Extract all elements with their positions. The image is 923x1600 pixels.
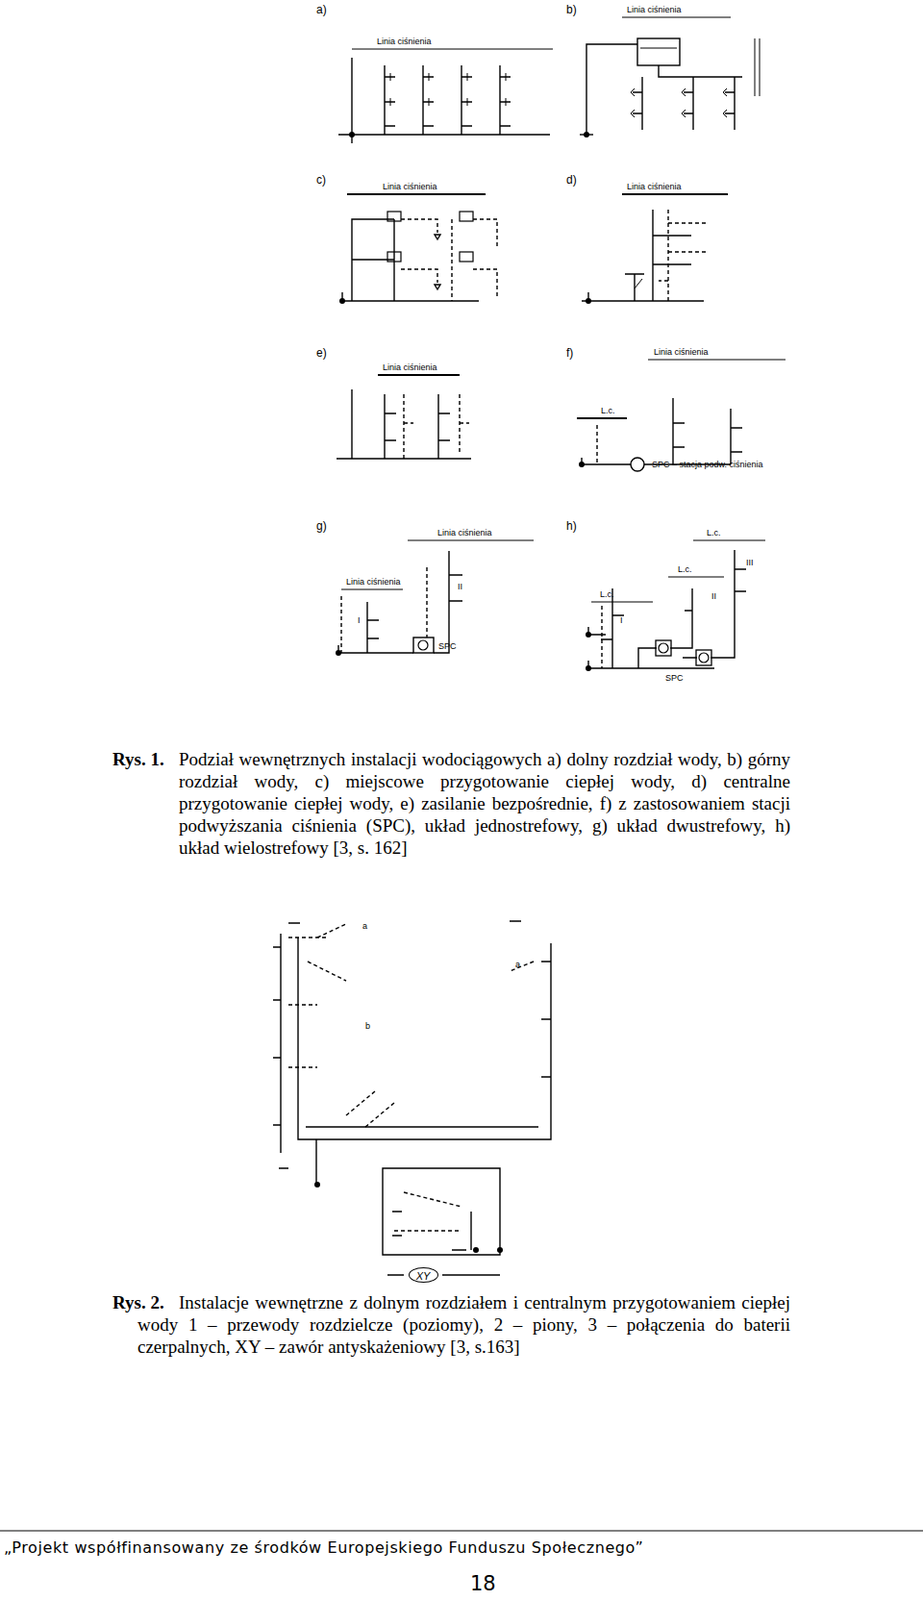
footer-text: „Projekt współfinansowany ze środków Eur… bbox=[3, 1538, 644, 1558]
diagram-label: Linia ciśnienia bbox=[437, 527, 493, 539]
panel-letter: d) bbox=[566, 173, 577, 187]
figure-caption: Podział wewnętrznych instalacji wodociąg… bbox=[178, 748, 791, 859]
valve-ellipse: XY bbox=[408, 1267, 439, 1283]
diagram-label: Linia ciśnienia bbox=[346, 576, 401, 588]
diagram-label: L.c. bbox=[706, 527, 722, 539]
diagram-label: SPC bbox=[665, 673, 684, 684]
diagram-label: Linia ciśnienia bbox=[376, 36, 432, 48]
diagram-label: II bbox=[711, 591, 717, 602]
diagram-label: SPC – stacja podw. ciśnienia bbox=[651, 459, 764, 471]
diagram-label: L.c. bbox=[677, 564, 693, 575]
diagram-label: L.c. bbox=[599, 589, 615, 600]
panel-letter: c) bbox=[316, 173, 326, 187]
valve-label: XY bbox=[416, 1270, 431, 1282]
diagram-label: Linia ciśnienia bbox=[626, 181, 682, 193]
diagram-label: b bbox=[365, 1021, 371, 1032]
figure-number: Rys. 2. bbox=[112, 1291, 165, 1314]
diagram-label: a bbox=[515, 959, 521, 971]
figure-caption: Instalacje wewnętrzne z dolnym rozdziałe… bbox=[137, 1291, 791, 1358]
panel-letter: a) bbox=[316, 2, 327, 17]
panel-letter: g) bbox=[316, 519, 327, 533]
panel-letter: h) bbox=[566, 519, 577, 533]
figure-number: Rys. 1. bbox=[112, 748, 165, 771]
diagram-label: SPC bbox=[438, 641, 457, 652]
panel-letter: e) bbox=[316, 346, 327, 360]
diagram-label: Linia ciśnienia bbox=[382, 362, 438, 374]
diagram-label: L.c. bbox=[600, 405, 616, 417]
diagram-label: a bbox=[362, 921, 368, 932]
diagram-label: III bbox=[746, 557, 754, 569]
panel-letter: f) bbox=[566, 346, 574, 360]
page-number: 18 bbox=[470, 1571, 497, 1596]
panel-letter: b) bbox=[566, 2, 577, 17]
diagram-label: I bbox=[620, 615, 624, 626]
diagram-label: Linia ciśnienia bbox=[626, 4, 682, 16]
diagram-label: Linia ciśnienia bbox=[653, 347, 709, 358]
diagram-label: Linia ciśnienia bbox=[382, 181, 438, 193]
diagram-label: I bbox=[357, 615, 361, 626]
diagram-label: II bbox=[457, 581, 463, 593]
